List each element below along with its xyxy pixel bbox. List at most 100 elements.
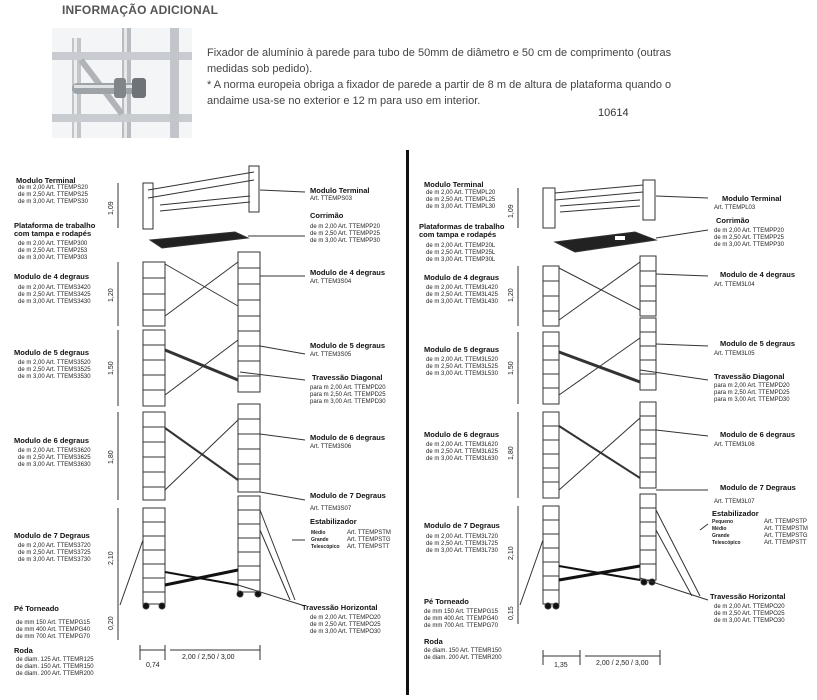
left-mod6-list: de m 2,00 Art. TTEMS3620 de m 2,50 Art. … [18,448,91,469]
list-item: de m 2,00 Art. TTEMPS20 [18,185,88,191]
list-item: de m 2,50 Art. TTEM3L425 [426,292,498,298]
list-item: de m 3,00 Art. TTEMS3730 [18,557,91,563]
list-item: Telescópico [712,540,741,546]
list-item: Médio [311,530,326,536]
left-dim-length: 2,00 / 2,50 / 3,00 [182,654,235,661]
left-dim-109: 1,09 [108,201,115,215]
left-r-corrimao-list: de m 2,00 Art. TTEMPP20 de m 2,50 Art. T… [310,224,380,245]
list-item: Art. TTEMPSTM [347,530,391,536]
list-item: de mm 150 Art. TTEMPG15 [16,620,90,626]
list-item: para m 2,00 Art. TTEMPD20 [714,383,790,389]
list-item: de m 2,50 Art. TTEMPP25 [310,231,380,237]
right-plataforma-title: Plataformas de trabalho [419,222,505,231]
left-mod7-list: de m 2,00 Art. TTEMS3720 de m 2,50 Art. … [18,543,91,564]
list-item: de m 2,50 Art. TTEMP25L [426,250,496,256]
list-item: de diam. 200 Art. TTEMR200 [424,655,502,661]
list-item: de m 2,00 Art. TTEMP300 [18,241,88,247]
list-item: de m 3,00 Art. TTEMP303 [18,255,88,261]
list-item: de m 2,50 Art. TTEM3L725 [426,541,498,547]
right-r-estab-title: Estabilizador [712,509,759,518]
left-r-terminal-art: Art. TTEMPS03 [310,196,352,202]
right-mod6-list: de m 2,00 Art. TTEM3L620 de m 2,50 Art. … [426,442,498,463]
right-r-diag-title: Travessão Diagonal [714,372,785,381]
list-item: de m 2,50 Art. TTEMPO25 [714,611,785,617]
left-r-mod4-title: Modulo de 4 degraus [310,268,386,277]
list-item: de m 2,00 Art. TTEMS3420 [18,285,91,291]
list-item: de mm 400 Art. TTEMPG40 [16,627,90,633]
right-pe-title: Pé Torneado [424,597,469,606]
right-r-mod6-title: Modulo de 6 degraus [720,430,796,439]
right-r-mod6-art: Art. TTEM3L06 [714,442,755,448]
list-item: Art. TTEMPSTP [764,519,807,525]
left-r-terminal-title: Modulo Terminal [310,186,370,195]
list-item: de m 3,00 Art. TTEMPP30 [310,238,380,244]
left-r-horiz-title: Travessão Horizontal [302,603,378,612]
left-mod7-title: Modulo de 7 Degraus [14,531,90,540]
list-item: Art. TTEMPSTT [764,540,807,546]
left-r-horiz-list: de m 2,00 Art. TTEMPO20 de m 2,50 Art. T… [310,615,381,636]
list-item: de m 2,00 Art. TTEM3L420 [426,285,498,291]
right-r-horiz-title: Travessão Horizontal [710,592,786,601]
list-item: de m 2,00 Art. TTEMPP20 [310,224,380,230]
right-r-corrimao-list: de m 2,00 Art. TTEMPP20 de m 2,50 Art. T… [714,228,784,249]
page-title: INFORMAÇÃO ADICIONAL [62,3,219,17]
right-roda-list: de diam. 150 Art. TTEMR150 de diam. 200 … [424,648,502,662]
right-dim-210: 2,10 [508,546,515,560]
right-mod5-title: Modulo de 5 degraus [424,345,500,354]
right-r-horiz-list: de m 2,00 Art. TTEMPO20 de m 2,50 Art. T… [714,604,785,625]
list-item: para m 3,00 Art. TTEMPD30 [310,399,386,405]
list-item: Grande [311,537,329,543]
right-mod4-title: Modulo de 4 degraus [424,273,500,282]
right-plataforma-title2: com tampa e rodapés [419,230,497,239]
left-plataforma-title: Plataforma de trabalho [14,221,96,230]
right-dim-109: 1,09 [508,204,515,218]
list-item: de m 2,50 Art. TTEM3L625 [426,449,498,455]
right-plataforma-list: de m 2,00 Art. TTEMP20L de m 2,50 Art. T… [426,243,495,264]
right-dim-150: 1,50 [508,361,515,375]
wall-fixer-photo [52,28,192,138]
right-r-diag-list: para m 2,00 Art. TTEMPD20 para m 2,50 Ar… [714,383,790,404]
list-item: de diam. 125 Art. TTEMR125 [16,657,94,663]
intro-text: Fixador de alumínio à parede para tubo d… [207,45,677,109]
list-item: de m 2,00 Art. TTEMS3720 [18,543,91,549]
right-r-terminal-art: Art. TTEMPL03 [714,205,756,211]
left-roda-list: de diam. 125 Art. TTEMR125 de diam. 150 … [16,657,94,678]
list-item: para m 2,00 Art. TTEMPD20 [310,385,386,391]
list-item: de m 2,00 Art. TTEMS3620 [18,448,91,454]
left-r-mod5-art: Art. TTEM3S05 [310,352,352,358]
left-pe-list: de mm 150 Art. TTEMPG15 de mm 400 Art. T… [16,620,90,641]
right-mod7-title: Modulo de 7 Degraus [424,521,500,530]
column-divider [406,150,409,695]
list-item: de mm 700 Art. TTEMPG70 [424,623,498,629]
left-r-diag-list: para m 2,00 Art. TTEMPD20 para m 2,50 Ar… [310,385,386,406]
list-item: de m 2,00 Art. TTEMP20L [426,243,496,249]
left-r-mod6-title: Modulo de 6 degraus [310,433,386,442]
list-item: de mm 150 Art. TTEMPG15 [424,609,498,615]
list-item: de m 3,00 Art. TTEMS3530 [18,374,91,380]
list-item: para m 2,50 Art. TTEMPD25 [310,392,386,398]
right-r-corrimao-title: Corrimão [716,216,750,225]
list-item: para m 3,00 Art. TTEMPD30 [714,397,790,403]
product-code: 10614 [598,107,629,119]
right-dim-length: 2,00 / 2,50 / 3,00 [596,660,649,667]
right-r-mod4-art: Art. TTEM3L04 [714,282,755,288]
list-item: de m 3,00 Art. TTEM3L630 [426,456,498,462]
right-r-mod7-title: Modulo de 7 Degraus [720,483,796,492]
list-item: de m 3,00 Art. TTEMPP30 [714,242,784,248]
list-item: de m 2,50 Art. TTEMS3425 [18,292,91,298]
right-dim-120: 1,20 [508,288,515,302]
left-roda-title: Roda [14,646,33,655]
right-dim-015: 0,15 [508,606,515,620]
list-item: de diam. 150 Art. TTEMR150 [16,664,94,670]
left-dim-180: 1,80 [108,450,115,464]
right-r-mod4-title: Modulo de 4 degraus [720,270,796,279]
left-dim-020: 0,20 [108,616,115,630]
list-item: de m 2,50 Art. TTEMPS25 [18,192,88,198]
list-item: de m 3,00 Art. TTEMPO30 [310,629,381,635]
left-dim-074: 0,74 [146,662,160,669]
left-mod4-list: de m 2,00 Art. TTEMS3420 de m 2,50 Art. … [18,285,91,306]
left-r-estab-kinds: Médio Grande Telescópico [311,530,340,551]
left-r-estab-title: Estabilizador [310,517,357,526]
list-item: de m 2,00 Art. TTEMPO20 [310,615,381,621]
list-item: de mm 700 Art. TTEMPG70 [16,634,90,640]
